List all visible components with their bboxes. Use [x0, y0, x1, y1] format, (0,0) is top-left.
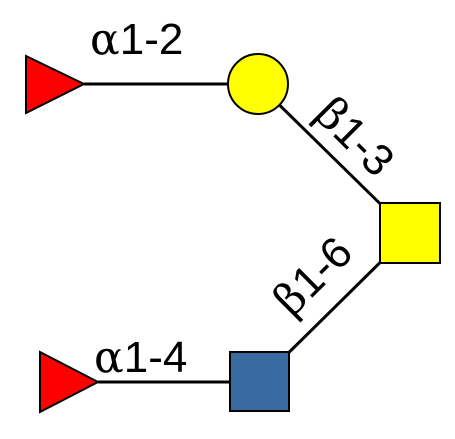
anomer-alpha: α	[94, 332, 124, 383]
anomer-alpha: α	[90, 14, 120, 65]
fucose-bottom-triangle	[39, 350, 101, 414]
linkage-label-beta-1-3: β1-3	[305, 88, 404, 187]
linkage-label-alpha-1-2: α1-2	[90, 14, 183, 65]
glcnac-square	[229, 351, 290, 412]
linkage-label-alpha-1-4: α1-4	[94, 332, 187, 383]
linkage-positions: 1-2	[120, 15, 184, 64]
fucose-top-triangle	[25, 54, 87, 115]
galnac-square	[379, 202, 441, 264]
linkage-label-beta-1-6: β1-6	[264, 227, 363, 326]
linkage-positions: 1-4	[124, 333, 188, 382]
galactose-circle	[227, 53, 289, 115]
